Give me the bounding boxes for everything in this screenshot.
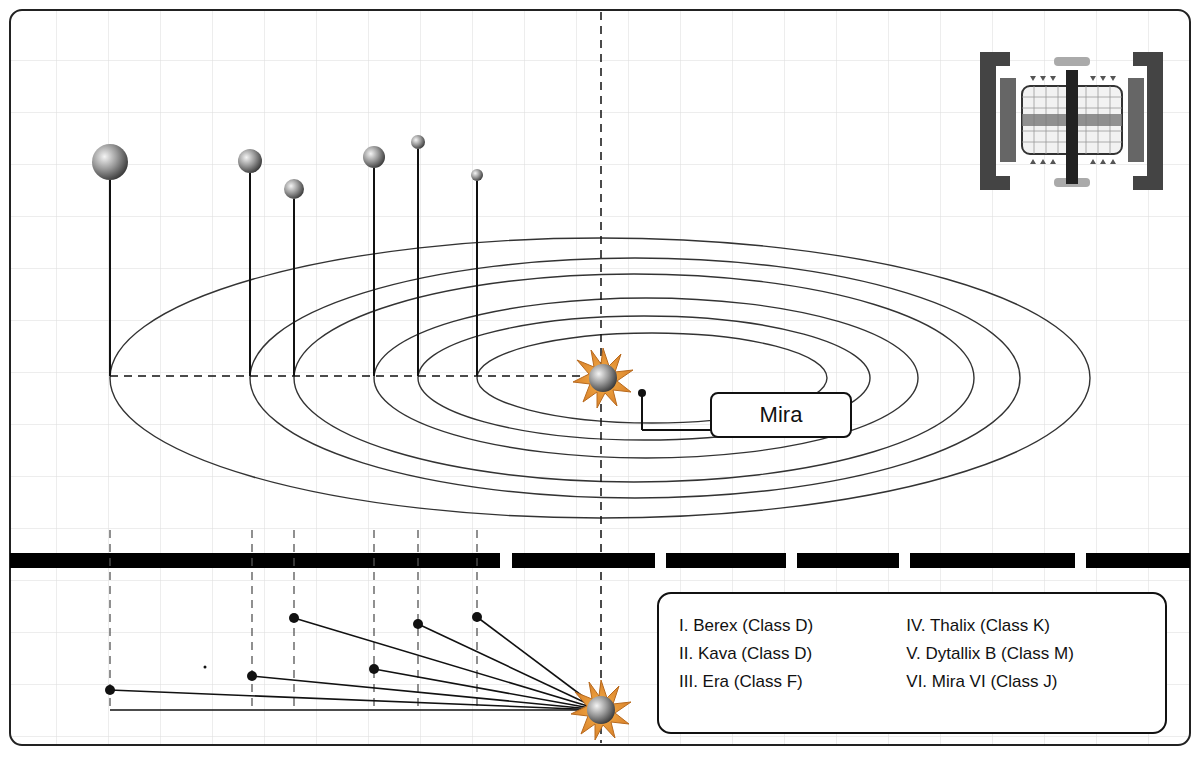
legend-entry: V. Dytallix B (Class M) <box>906 644 1074 664</box>
legend-entry: VI. Mira VI (Class J) <box>906 672 1057 692</box>
star-label-box: Mira <box>710 392 852 438</box>
planet-legend-box: I. Berex (Class D) II. Kava (Class D) III.… <box>657 592 1167 734</box>
legend-entry: II. Kava (Class D) <box>679 644 812 664</box>
legend-entry: III. Era (Class F) <box>679 672 803 692</box>
legend-entry: I. Berex (Class D) <box>679 616 813 636</box>
star-label: Mira <box>760 402 803 428</box>
legend-entry: IV. Thalix (Class K) <box>906 616 1050 636</box>
